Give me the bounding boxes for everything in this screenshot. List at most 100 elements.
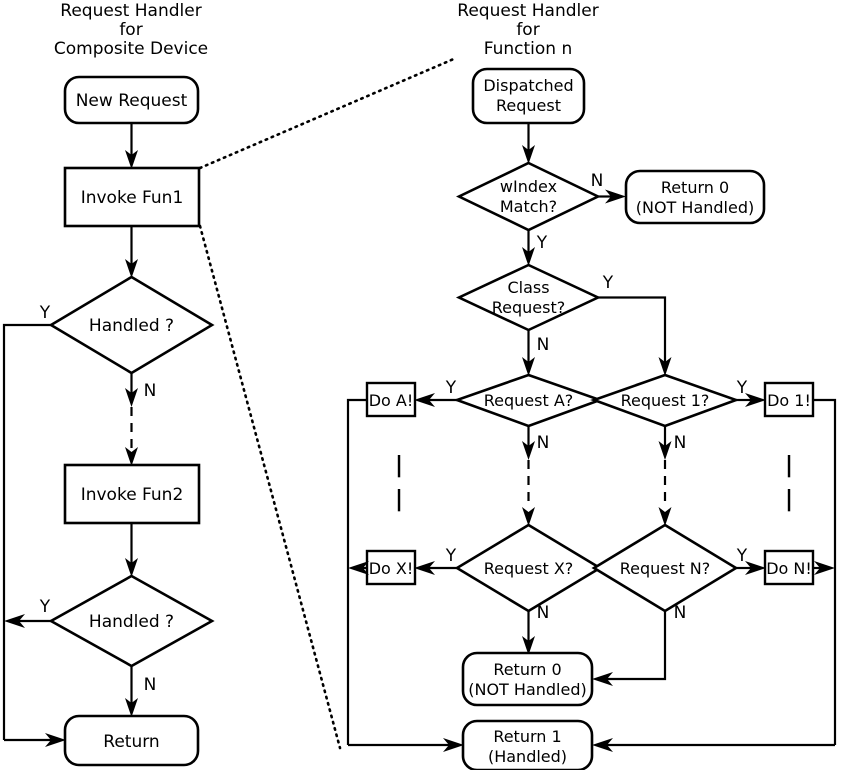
request-n-no-label: N [674,603,687,623]
invoke-fun2-label: Invoke Fun2 [81,485,184,505]
do-n-label: Do N! [766,559,812,578]
handled-1-label: Handled ? [89,316,174,336]
node-request-n: Request N? Y N [591,523,748,623]
dispatched-request-line1: Dispatched [483,76,573,95]
request-1-no-label: N [674,433,687,453]
handled-1-yes-label: Y [39,303,51,323]
edge-requestn-no-to-return0-bottom [592,611,667,686]
do-1-label: Do 1! [767,391,811,410]
continuation-marks-right: | | [785,453,793,512]
return0-bottom-line2: (NOT Handled) [468,680,586,699]
continuation-mark-right-2: | [785,487,793,512]
handled-1-no-label: N [144,381,157,401]
request-a-no-label: N [537,433,550,453]
node-do-x: Do X! [365,549,417,586]
request-a-yes-label: Y [445,378,457,398]
handled-2-label: Handled ? [89,612,174,632]
do-a-shape [365,381,417,418]
windex-no-label: N [591,171,604,191]
request-a-label: Request A? [484,391,574,410]
request-n-yes-label: Y [736,546,748,566]
windex-match-line1: wIndex [500,177,557,196]
callout-line-bottom [198,224,342,750]
right-title-line1: Request Handler [457,1,598,21]
node-request-1: Request 1? Y N [590,373,748,453]
edge-dispatched-to-windex [522,123,535,164]
edge-windex-no-to-return0-top [598,189,626,204]
return0-top-line1: Return 0 [661,178,729,197]
node-do-1: Do 1! [763,381,815,418]
edge-handled1-no-to-invoke-fun2 [125,373,138,466]
edge-invoke-fun2-to-handled2 [125,523,138,577]
return0-bottom-shape [461,651,594,707]
request-1-yes-label: Y [736,378,748,398]
left-title-line3: Composite Device [54,39,208,59]
windex-match-line2: Match? [500,197,557,216]
node-class-request: Class Request? Y N [455,263,614,355]
node-dispatched-request: Dispatched Request [471,67,586,125]
dispatched-request-line2: Request [496,96,561,115]
right-title-line2: for [516,20,539,40]
return-shape [63,714,200,767]
node-handled-2: Handled ? Y N [39,574,215,695]
node-do-n: Do N! [763,549,815,586]
request-x-label: Request X? [484,559,574,578]
callout-line-top [198,56,458,170]
node-return1: Return 1 (Handled) [461,719,594,770]
node-request-a: Request A? Y N [445,373,604,453]
edge-class-yes-to-request1 [598,296,672,376]
do-x-label: Do X! [369,559,414,578]
node-windex-match: wIndex Match? N Y [456,161,604,253]
handled-2-no-label: N [144,675,157,695]
left-title-line1: Request Handler [60,1,201,21]
node-return: Return [63,714,200,767]
node-new-request: New Request [63,75,200,125]
node-request-x: Request X? Y N [445,523,603,623]
edge-left-rail-to-return1 [348,738,464,752]
edge-left-rail-to-return [4,733,66,747]
continuation-marks-left: | | [395,453,403,512]
return1-line1: Return 1 [493,727,561,746]
edge-request1-yes-to-do1 [736,393,766,407]
node-invoke-fun1: Invoke Fun1 [63,166,201,228]
return0-top-shape [624,169,766,225]
continuation-mark-left-1: | [395,453,403,478]
return0-top-line2: (NOT Handled) [636,198,754,217]
edge-request1-no-to-requestn [658,426,672,526]
edge-requestx-no-to-return0-bottom [522,611,535,655]
return0-bottom-line1: Return 0 [493,660,561,679]
left-title-line2: for [119,20,142,40]
return1-line2: (Handled) [488,747,567,766]
node-return0-bottom: Return 0 (NOT Handled) [461,651,594,707]
node-do-a: Do A! [365,381,417,418]
left-panel-title: Request Handler for Composite Device [54,1,208,59]
request-n-label: Request N? [620,559,711,578]
edge-windex-yes-to-class-request [522,230,535,266]
node-invoke-fun2: Invoke Fun2 [63,463,201,525]
invoke-fun1-shape [63,166,201,228]
handled-2-yes-label: Y [39,597,51,617]
windex-yes-label: Y [536,233,548,253]
invoke-fun1-label: Invoke Fun1 [81,188,184,208]
edge-new-request-to-invoke-fun1 [125,123,138,169]
class-request-yes-label: Y [602,273,614,293]
right-panel-title: Request Handler for Function n [457,1,598,59]
class-request-no-label: N [537,335,550,355]
continuation-mark-right-1: | [785,453,793,478]
class-request-line1: Class [507,278,549,297]
node-handled-1: Handled ? Y N [39,275,215,401]
new-request-label: New Request [76,91,188,111]
edge-doa-to-left-rail [346,398,367,745]
request-x-yes-label: Y [445,546,457,566]
edge-dox-to-left-rail [348,561,369,575]
node-return0-top: Return 0 (NOT Handled) [624,169,766,225]
edge-requestx-yes-to-dox [414,561,457,575]
edge-class-no-to-requesta [522,330,535,376]
class-request-line2: Request? [492,298,565,317]
edge-handled1-yes-to-left-rail [2,323,51,740]
edge-handled2-no-to-return [125,666,138,717]
do-a-label: Do A! [369,391,414,410]
edge-do1-to-right-rail [813,398,837,745]
request-x-no-label: N [537,603,550,623]
